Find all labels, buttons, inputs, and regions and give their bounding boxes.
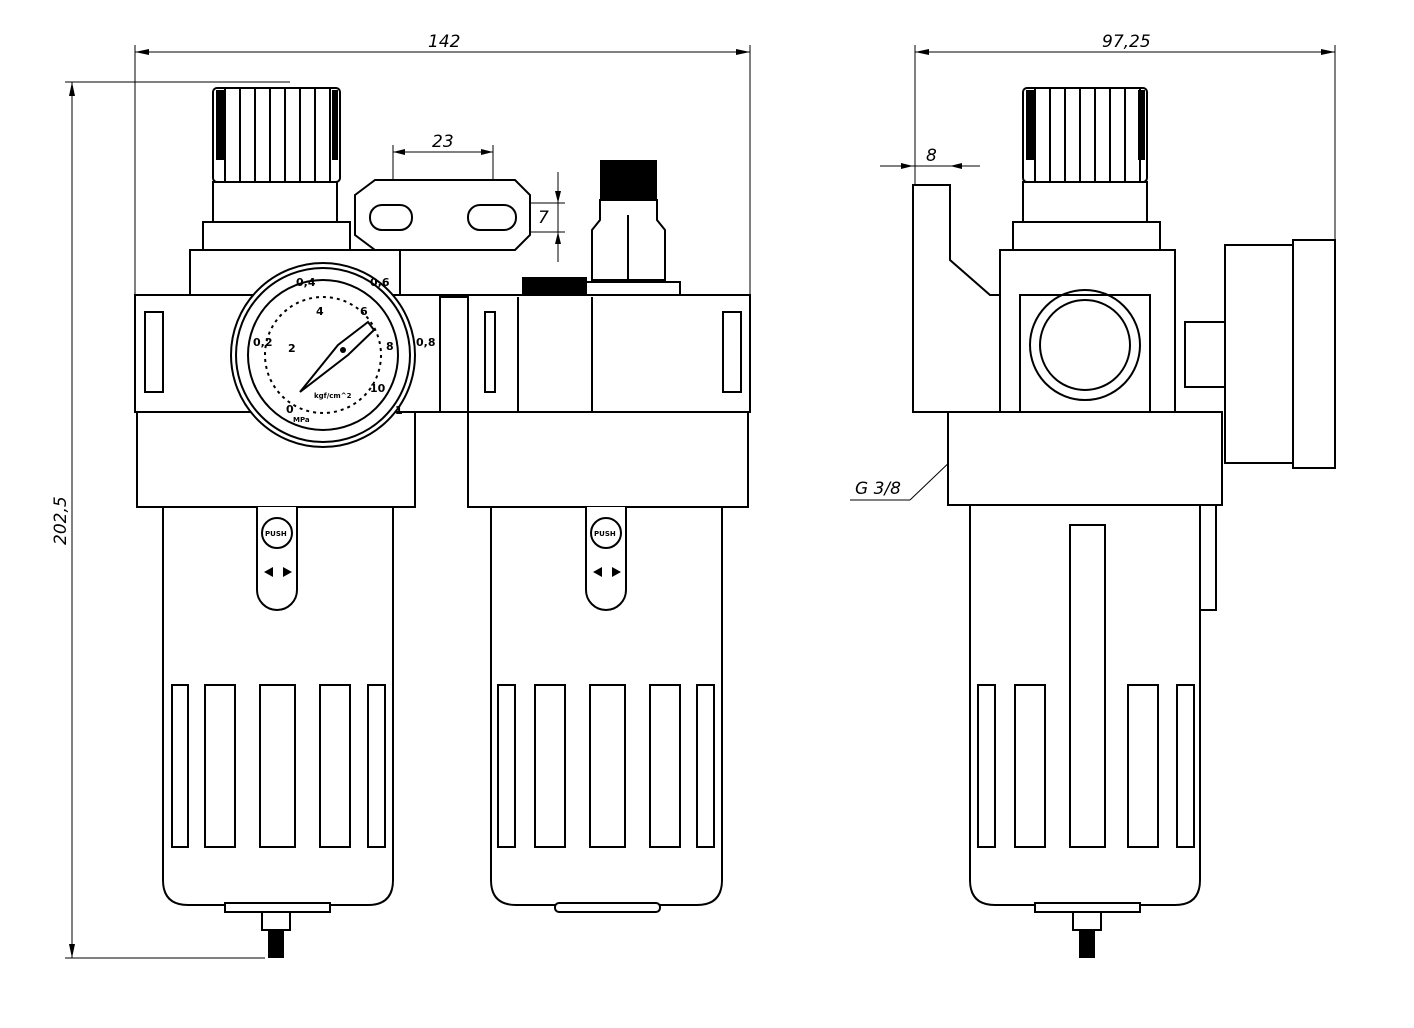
side-view bbox=[912, 87, 1336, 958]
gauge-scale-label: 0,2 bbox=[253, 336, 273, 349]
dimension-label: 23 bbox=[432, 132, 454, 152]
gauge-unit-label: kgf/cm^2 bbox=[314, 392, 352, 400]
dimension-overall-width: 142 bbox=[134, 32, 751, 295]
gauge-scale-label: 0,6 bbox=[370, 276, 390, 289]
dimension-label: 142 bbox=[428, 32, 460, 52]
pressure-gauge: 0 0,2 0,4 0,6 0,8 1 2 4 6 8 10 kgf/cm^2 … bbox=[230, 262, 436, 448]
gauge-scale-label: 2 bbox=[288, 342, 296, 355]
gauge-scale-label: 6 bbox=[360, 305, 368, 318]
push-label: PUSH bbox=[265, 530, 287, 538]
dimension-bracket-thickness: 8 bbox=[880, 146, 980, 169]
gauge-scale-label: 0,8 bbox=[416, 336, 436, 349]
gauge-scale-label: 0 bbox=[286, 403, 294, 416]
gauge-scale-label: 10 bbox=[370, 382, 386, 395]
gauge-scale-label: 4 bbox=[316, 305, 324, 318]
gauge-scale-label: 1 bbox=[395, 404, 403, 417]
dimension-overall-height: 202,5 bbox=[51, 81, 290, 959]
lubricator-front: PUSH bbox=[439, 160, 751, 913]
gauge-unit-label: MPa bbox=[293, 416, 310, 424]
push-label: PUSH bbox=[594, 530, 616, 538]
dimension-label: 97,25 bbox=[1102, 32, 1151, 52]
gauge-scale-label: 0,4 bbox=[296, 276, 316, 289]
mounting-bracket bbox=[354, 179, 531, 251]
dimension-label: 202,5 bbox=[51, 496, 71, 545]
gauge-scale-label: 8 bbox=[386, 340, 394, 353]
gauge-needle-icon bbox=[299, 320, 376, 393]
dimension-side-depth: 97,25 bbox=[914, 32, 1336, 240]
dimension-label: G 3/8 bbox=[855, 479, 901, 499]
dimension-label: 8 bbox=[926, 146, 937, 166]
dimension-label: 7 bbox=[538, 208, 549, 228]
